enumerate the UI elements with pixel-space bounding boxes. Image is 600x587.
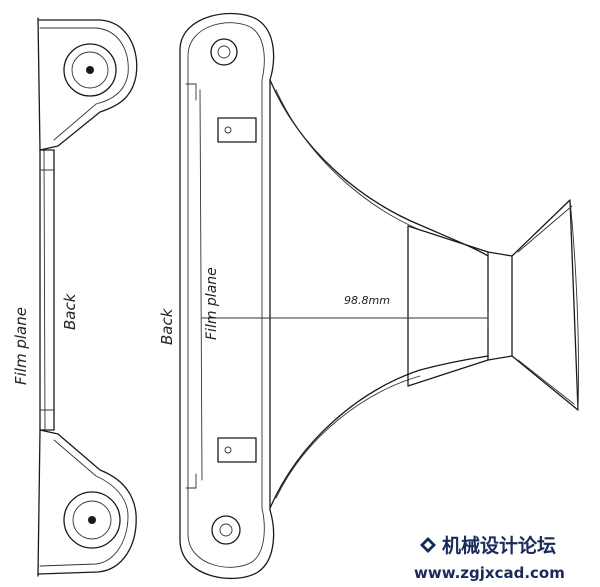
left-film-plane-label: Film plane xyxy=(12,307,30,385)
side-view-bottom-boss xyxy=(63,491,121,549)
bottom-slot-plate xyxy=(217,437,257,463)
right-back-label: Back xyxy=(158,307,176,345)
side-view-inner-edge xyxy=(43,149,46,431)
front-view-lower-flare xyxy=(269,355,489,509)
front-view-body xyxy=(179,12,275,580)
watermark: 机械设计论坛 www.zgjxcad.com xyxy=(414,534,565,582)
side-view-top-lug xyxy=(37,19,138,151)
front-view-upper-flare xyxy=(269,79,489,257)
side-view-top-hole-icon xyxy=(86,66,94,74)
left-back-label: Back xyxy=(61,292,79,330)
side-view-bottom-lug xyxy=(37,429,137,575)
lens-hood xyxy=(511,199,579,411)
side-view-channel xyxy=(39,149,55,431)
right-film-plane-label: Film plane xyxy=(204,267,220,340)
watermark-logo-icon xyxy=(420,537,436,553)
lens-mount xyxy=(487,251,513,361)
side-view: Film plane Back xyxy=(12,17,138,577)
front-view-bottom-boss xyxy=(211,515,241,545)
watermark-url: www.zgjxcad.com xyxy=(414,564,565,582)
front-view-film-plane-line xyxy=(199,89,203,481)
front-view-top-boss xyxy=(210,38,238,66)
side-view-top-boss xyxy=(63,43,117,97)
dimension-label: 98.8mm xyxy=(344,294,390,307)
top-slot-plate xyxy=(217,117,257,143)
watermark-site-name: 机械设计论坛 xyxy=(442,534,556,557)
side-view-bottom-hole-icon xyxy=(88,516,96,524)
side-view-film-plane-edge xyxy=(37,17,41,577)
front-view: 98.8mm Back Film plane xyxy=(158,12,579,580)
